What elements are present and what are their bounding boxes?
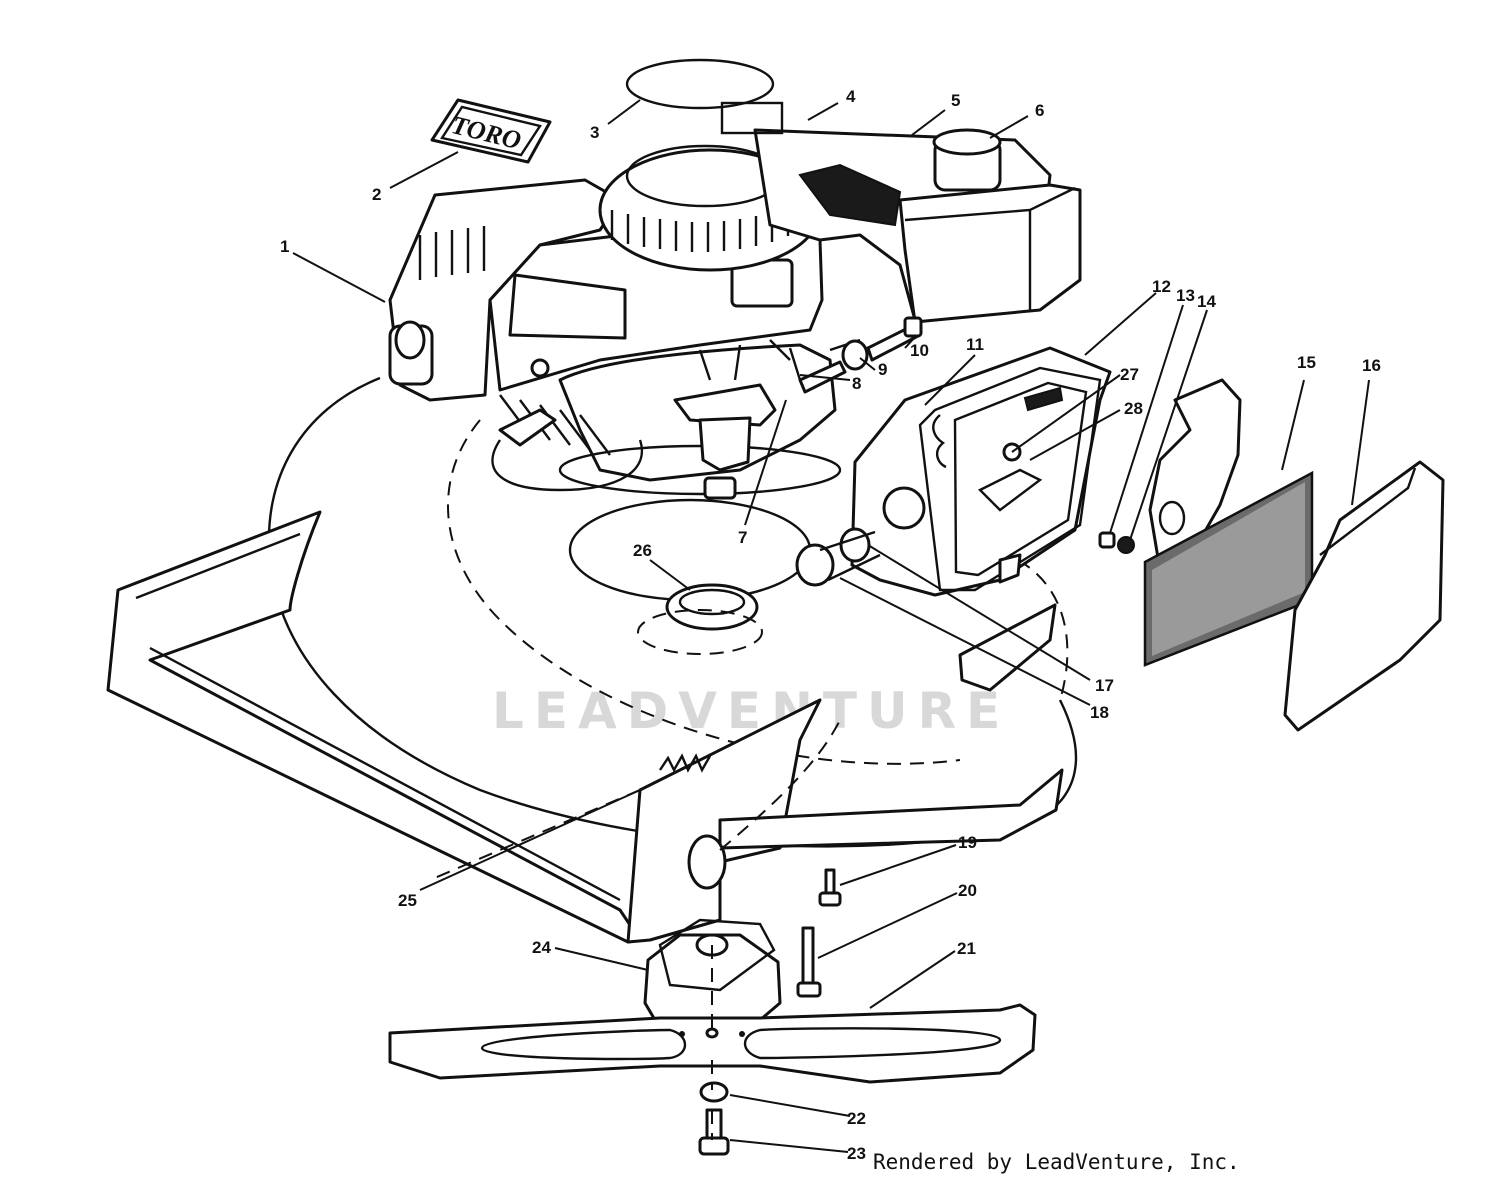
callout-11: 11 (966, 335, 984, 354)
callout-19: 19 (958, 833, 977, 852)
engine-assembly (388, 128, 1082, 500)
callout-15: 15 (1297, 353, 1316, 372)
air-cleaner-base (850, 346, 1112, 597)
spindle-assembly (568, 498, 812, 655)
callout-28: 28 (1124, 399, 1143, 418)
blade-washer (699, 1081, 729, 1103)
callout-12: 12 (1152, 277, 1171, 296)
callout-18: 18 (1090, 703, 1109, 722)
callout-20: 20 (958, 881, 977, 900)
callout-17: 17 (1095, 676, 1114, 695)
callout-5: 5 (951, 91, 960, 110)
label-plate (720, 101, 784, 135)
mower-blade (388, 1003, 1037, 1084)
callout-2: 2 (372, 185, 381, 204)
callout-3: 3 (590, 123, 599, 142)
callout-22: 22 (847, 1109, 866, 1128)
blade-bolt (705, 1108, 723, 1142)
callout-6: 6 (1035, 101, 1044, 120)
callout-24: 24 (532, 938, 551, 957)
callout-9: 9 (878, 360, 887, 379)
leader-lines (292, 99, 1370, 1153)
nut (1117, 536, 1135, 554)
cover-edge (1319, 467, 1417, 556)
callout-1: 1 (280, 237, 289, 256)
mower-deck (106, 376, 1078, 944)
callout-21: 21 (957, 939, 976, 958)
air-cleaner-cover (1283, 460, 1445, 732)
bolt-long (801, 926, 815, 987)
watermark: LEADVENTURE (492, 682, 1010, 740)
gasket-ring (625, 58, 775, 110)
callout-23: 23 (847, 1144, 866, 1163)
callout-8: 8 (852, 374, 861, 393)
callout-10: 10 (910, 341, 929, 360)
dashed-link-25 (429, 789, 641, 881)
callout-13: 13 (1176, 286, 1195, 305)
callout-14: 14 (1197, 292, 1216, 311)
callout-26: 26 (633, 541, 652, 560)
callout-numbers: 1 2 3 4 5 6 7 8 9 10 11 12 13 14 15 16 1… (280, 87, 1381, 1163)
callout-27: 27 (1120, 365, 1139, 384)
callout-16: 16 (1362, 356, 1381, 375)
callout-4: 4 (846, 87, 856, 106)
bolt-short (824, 868, 836, 897)
primer-bulb (795, 527, 881, 587)
credit-text: Rendered by LeadVenture, Inc. (873, 1150, 1240, 1174)
toro-decal: TORO (430, 98, 552, 164)
callout-7: 7 (738, 528, 747, 547)
spacer (1098, 531, 1116, 549)
callout-25: 25 (398, 891, 417, 910)
